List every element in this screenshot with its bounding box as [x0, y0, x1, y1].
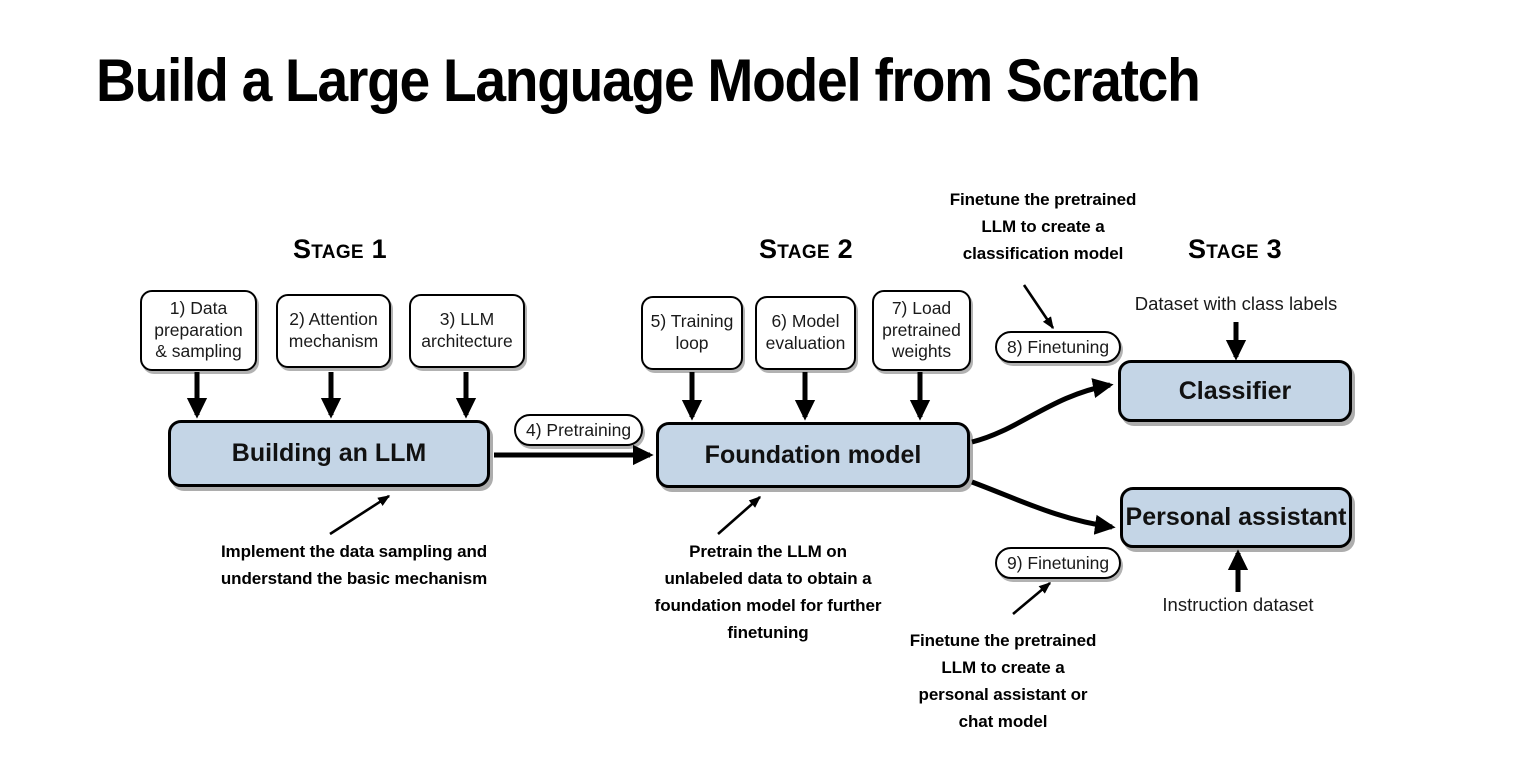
pill-4-pretraining[interactable]: 4) Pretraining	[514, 414, 644, 446]
step-box-7-load-pretrained-weights[interactable]: 7) Load pretrained weights	[872, 290, 971, 371]
foundation-to-classifier-arrow	[971, 378, 1114, 445]
blue-box-building-an-llm[interactable]: Building an LLM	[168, 420, 490, 487]
step-box-6-model-evaluation[interactable]: 6) Model evaluation	[755, 296, 856, 370]
label-dataset-with-class-labels: Dataset with class labels	[1134, 293, 1338, 314]
step-box-2-attention-mechanism[interactable]: 2) Attention mechanism	[276, 294, 391, 368]
annotation-assistant-finetune: Finetune the pretrained LLM to create a …	[909, 631, 1097, 731]
step-box-3-llm-architecture[interactable]: 3) LLM architecture	[409, 294, 525, 368]
stage1-down-arrows	[186, 372, 477, 419]
step-box-5-training-loop[interactable]: 5) Training loop	[641, 296, 743, 370]
assistant-annotation-pointer	[1012, 582, 1052, 615]
stage-header-1: Stage 1	[293, 234, 387, 264]
pill-9-finetuning[interactable]: 9) Finetuning	[995, 547, 1122, 579]
annotation-stage1: Implement the data sampling and understa…	[220, 542, 488, 588]
pill-8-finetuning[interactable]: 8) Finetuning	[995, 331, 1122, 363]
stage1-annotation-pointer	[329, 494, 391, 536]
page-title: Build a Large Language Model from Scratc…	[96, 47, 1201, 114]
stage-header-3: Stage 3	[1188, 234, 1282, 264]
blue-box-personal-assistant[interactable]: Personal assistant	[1120, 487, 1352, 548]
label-instruction-dataset: Instruction dataset	[1162, 594, 1314, 615]
step-box-1-data-preparation[interactable]: 1) Data preparation & sampling	[140, 290, 257, 371]
classifier-annotation-pointer	[1022, 284, 1055, 330]
stage2-annotation-pointer	[717, 496, 762, 535]
stage2-down-arrows	[681, 372, 931, 421]
stage-header-2: Stage 2	[759, 234, 853, 264]
annotation-stage2: Pretrain the LLM on unlabeled data to ob…	[654, 542, 882, 642]
foundation-to-assistant-arrow	[971, 479, 1116, 535]
blue-box-foundation-model[interactable]: Foundation model	[656, 422, 970, 488]
annotation-classifier-finetune: Finetune the pretrained LLM to create a …	[949, 190, 1137, 263]
blue-box-classifier[interactable]: Classifier	[1118, 360, 1352, 422]
